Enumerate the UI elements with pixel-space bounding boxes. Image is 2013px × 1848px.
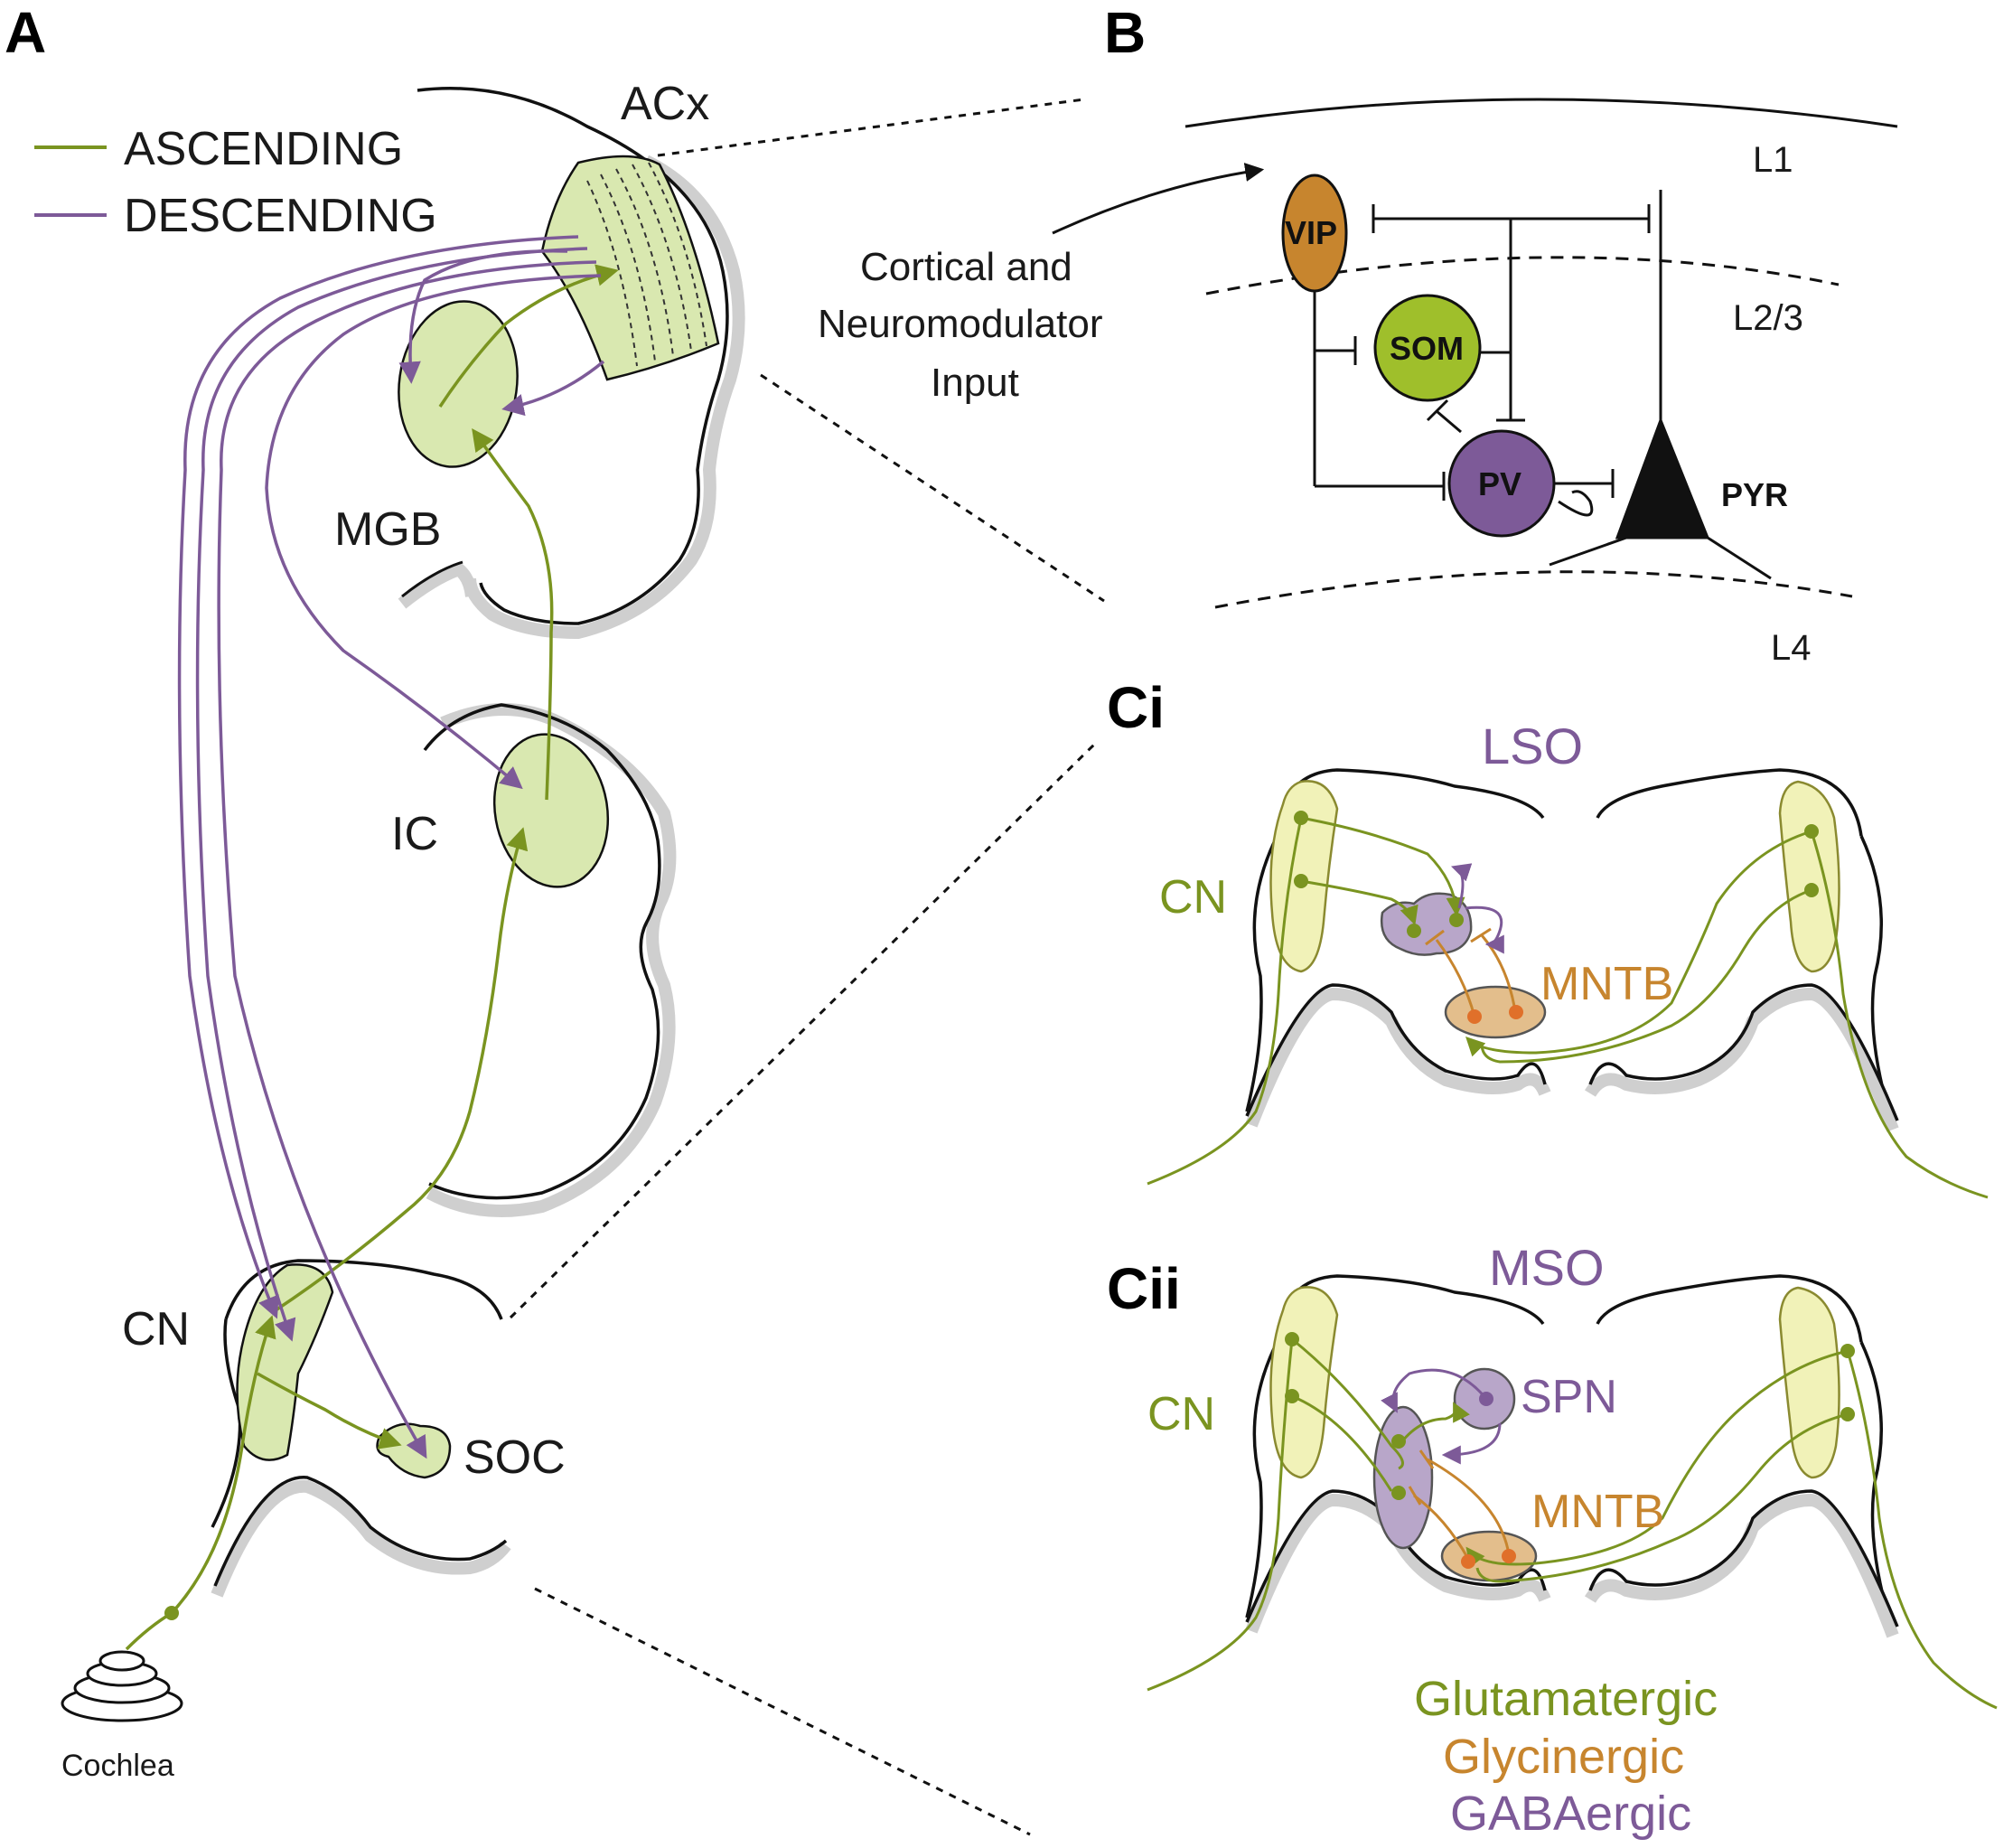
pia-line [1184,98,1898,128]
soc-label: SOC [463,1431,566,1484]
cii-gabaergic-paths [1381,1368,1502,1465]
cochlea-icon [61,1650,183,1722]
cn-label-a: CN [122,1303,190,1356]
ci-glutamatergic-paths [1147,811,1989,1199]
pyr-label: PYR [1721,476,1788,513]
mgb-region [398,300,519,468]
panel-label-a: A [5,0,46,65]
panel-a-ascending-paths [125,264,619,1651]
input-fiber [1052,163,1265,235]
zoom-lines [509,98,1105,1836]
ci-mntb [1444,985,1547,1039]
cochlea-label: Cochlea [61,1749,174,1783]
panel-ci: LSO CN MNTB [1147,718,1989,1199]
layer-l1-label: L1 [1753,140,1793,180]
pv-label: PV [1478,465,1521,502]
panel-a-labels: ACx MGB IC CN SOC Cochlea [61,78,709,1783]
glycinergic-label: Glycinergic [1443,1730,1684,1784]
layer-l23-label: L2/3 [1733,298,1803,338]
cn-region [236,1263,334,1461]
cii-section-left [1245,1338,1280,1618]
cii-cn-left [1269,1286,1339,1479]
circuit-wiring [1313,190,1772,580]
cii-glutamatergic-paths [1147,1332,1998,1710]
input-label-line1: Cortical and [860,245,1072,289]
vip-label: VIP [1285,214,1337,251]
brainstem-outline [224,1259,503,1320]
cii-title: MSO [1489,1239,1605,1296]
ci-cn-label: CN [1159,871,1227,924]
cii-mntb-label: MNTB [1531,1486,1664,1538]
cii-cn-right [1778,1286,1840,1479]
ci-cn-right [1778,780,1840,973]
glutamatergic-label: Glutamatergic [1414,1672,1718,1726]
ic-label: IC [391,808,438,860]
input-label-line3: Input [931,361,1019,405]
brainstem-floor-shadow [211,1479,511,1598]
acx-to-soc [217,260,597,1459]
mgb-to-acx [438,264,619,408]
acx-to-mgb [398,249,568,384]
vip-neuron [1281,174,1348,293]
cn-to-ic [275,827,529,1312]
legend-ascending-label: ASCENDING [124,123,403,175]
brainstem-floor [213,1476,508,1587]
layer-l4-label: L4 [1771,628,1812,668]
ci-section-top [1277,768,1863,837]
cochlea-to-cn [125,1315,276,1651]
cochlea-nerve-node [164,1606,179,1620]
panel-label-b: B [1104,0,1146,65]
brainstem-left-edge [211,1318,242,1528]
acx-label: ACx [621,78,709,130]
pv-neuron [1447,429,1556,538]
panel-label-ci: Ci [1107,675,1165,740]
cii-cn-label: CN [1147,1388,1215,1440]
pyr-neuron [1615,416,1710,539]
midbrain-outline [423,703,661,1200]
neurotransmitter-key: Glutamatergic Glycinergic GABAergic [1414,1672,1718,1841]
panel-a-descending-paths [177,235,605,1459]
soc-region [376,1422,452,1479]
legend-descending-label: DESCENDING [124,190,437,242]
ci-floor-shadow [1245,987,1899,1132]
ci-section-right [1859,835,1895,1126]
acx-to-mgb-lower [501,360,605,417]
cii-spn-label: SPN [1521,1371,1617,1423]
l23-l4-boundary [1214,570,1853,609]
cn-to-soc [257,1372,402,1449]
acx-to-cn-b [195,247,588,1342]
cortex-outline [417,87,729,625]
panel-b-circuit: VIP SOM PV PYR Cortical and Neuromodulat… [818,98,1898,668]
panel-label-cii: Cii [1107,1256,1181,1321]
midbrain-outline-shadow [426,703,677,1217]
ci-gabaergic-paths [1451,863,1504,954]
mgb-label: MGB [334,503,441,556]
panel-cii: MSO CN SPN MNTB [1147,1239,1998,1710]
gabaergic-label: GABAergic [1450,1787,1691,1841]
som-label: SOM [1390,330,1464,367]
input-label-line2: Neuromodulator [818,302,1103,346]
som-neuron [1373,294,1482,402]
ic-to-mgb [472,428,554,801]
cortex-inner-fold [398,562,478,609]
cortex-outline-shadow [463,155,745,640]
ci-floor [1245,983,1899,1121]
acx-to-cn-a [177,235,579,1319]
cii-glycinergic-paths [1408,1449,1516,1569]
legend: ASCENDING DESCENDING [34,123,437,242]
ci-title: LSO [1482,718,1583,774]
panel-a-brain [61,87,745,1722]
ci-mntb-label: MNTB [1540,958,1673,1010]
ci-section-left [1245,832,1280,1112]
cortex-inner-fold-line [401,560,463,598]
acx-to-ic [265,274,602,790]
